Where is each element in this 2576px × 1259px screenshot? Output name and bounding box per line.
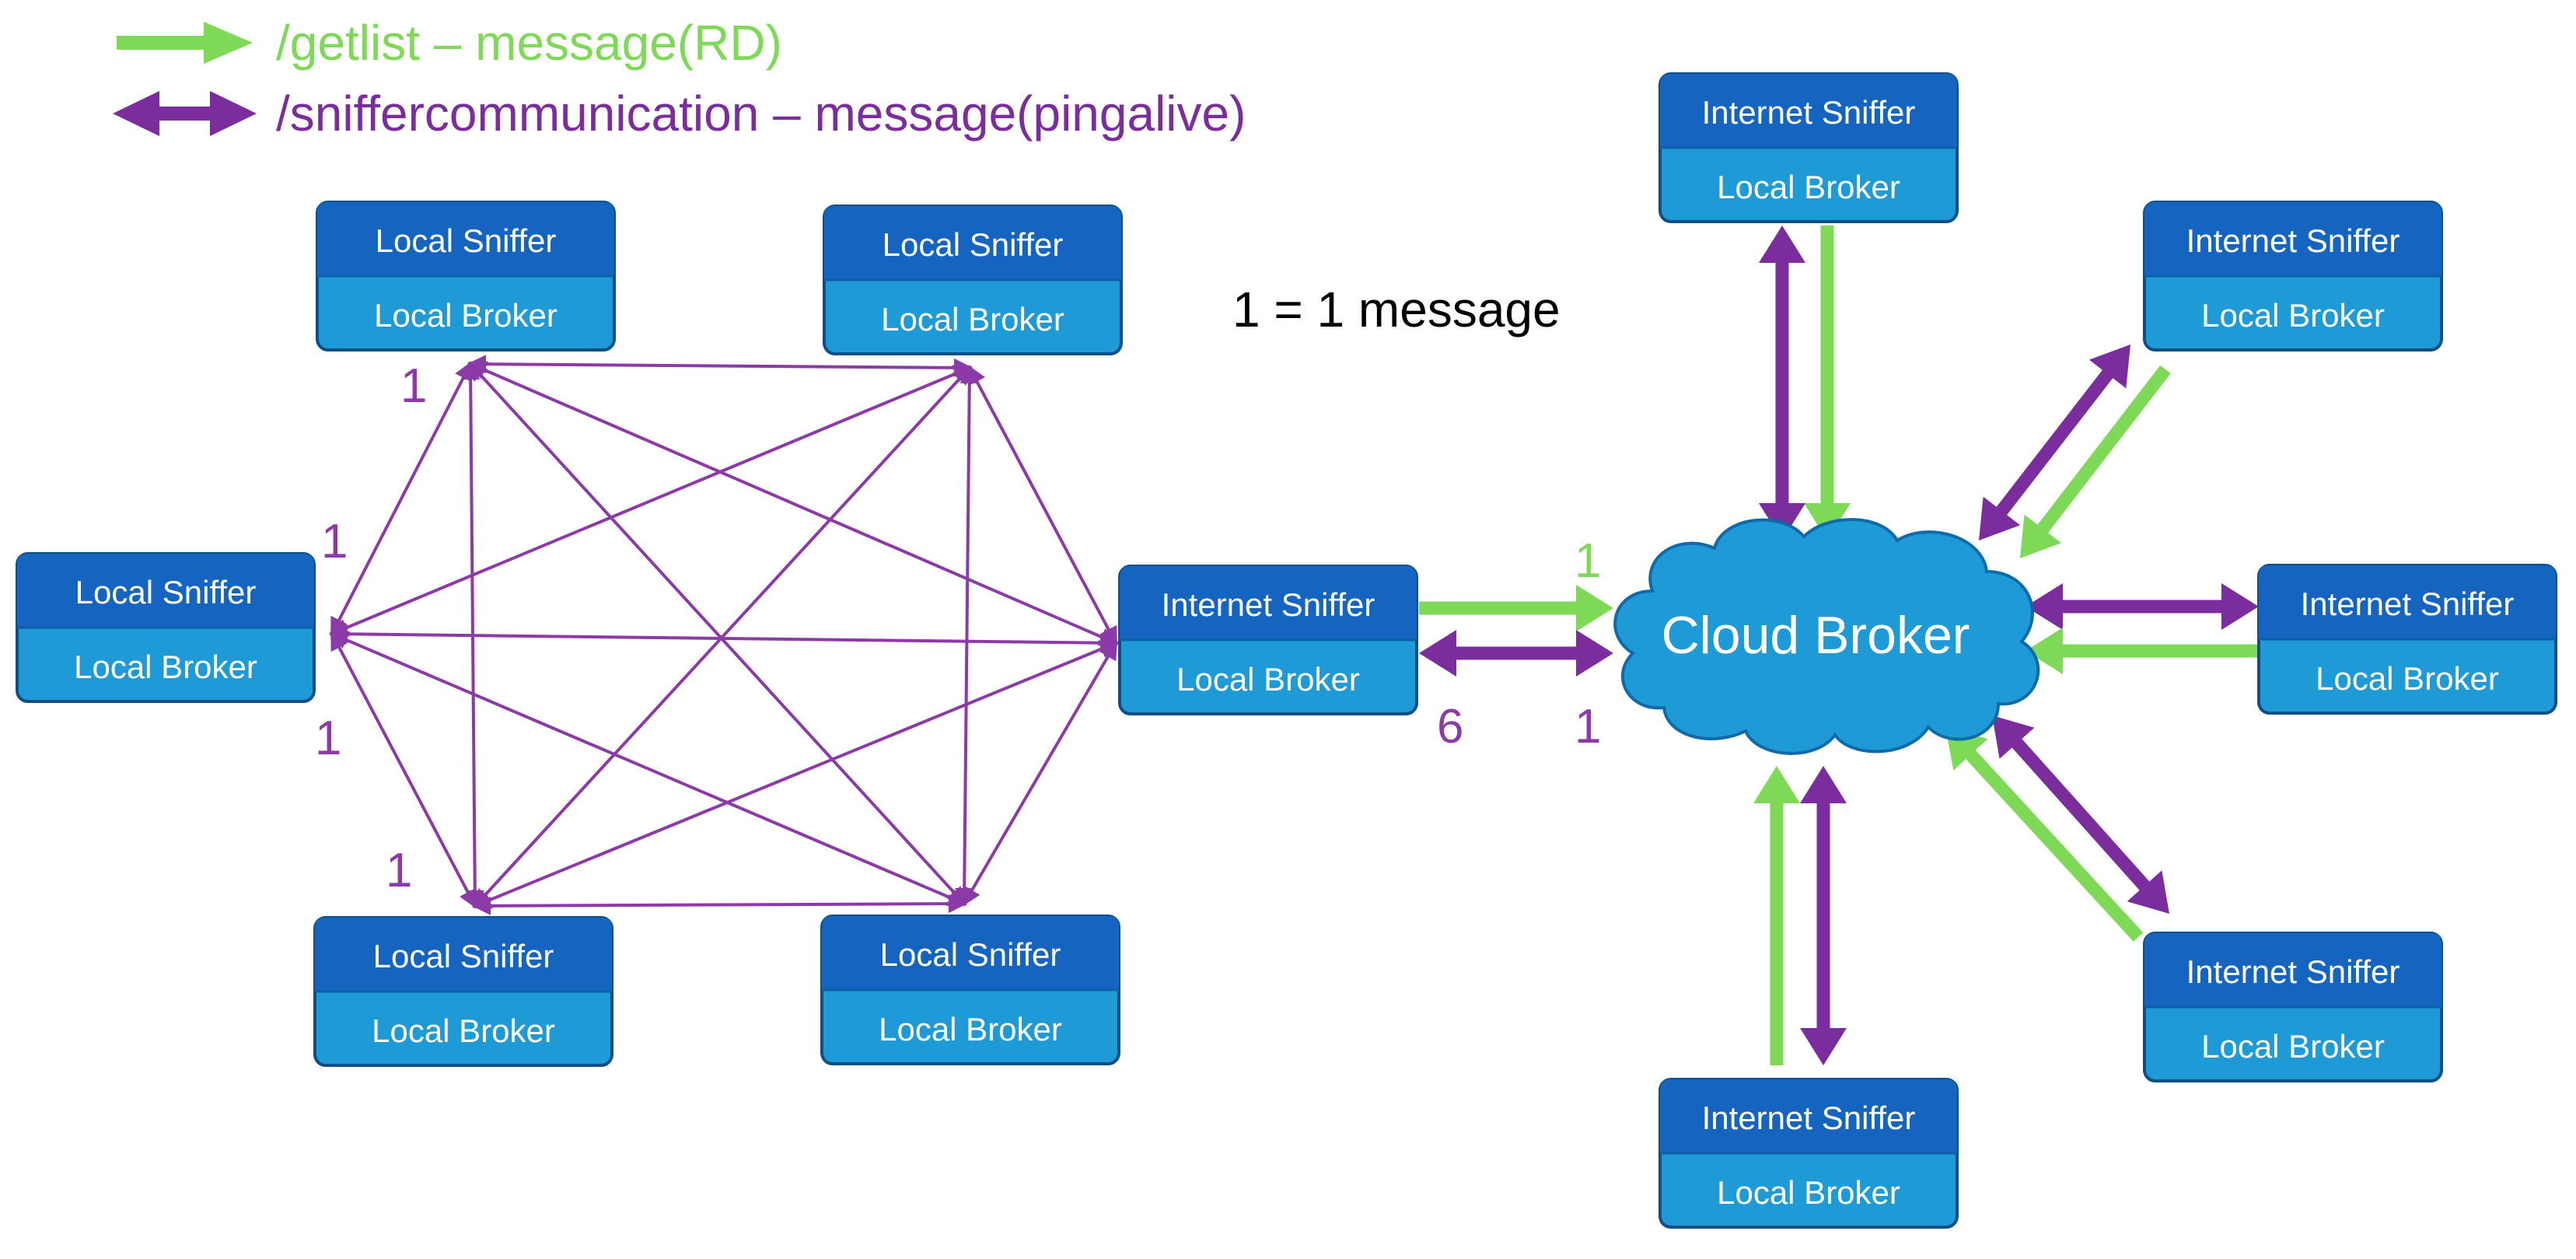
count-purple-center: 6	[1437, 700, 1463, 754]
message-note: 1 = 1 message	[1232, 282, 1561, 337]
node-subtitle: Local Broker	[2316, 660, 2499, 697]
cloud-broker: Cloud Broker	[1613, 518, 2040, 755]
node-subtitle: Local Broker	[879, 1011, 1062, 1047]
purple-arrow-lower-right-cloud	[1992, 715, 2169, 914]
mesh-link-1	[467, 355, 973, 377]
green-arrow-center-to-cloud	[1419, 585, 1613, 631]
purple-arrow-right-cloud	[2025, 583, 2259, 630]
legend-sniffercommunication-label: /sniffercommunication – message(pingaliv…	[276, 86, 1246, 142]
cloud-arrows	[1419, 226, 2259, 1065]
node-subtitle: Local Broker	[374, 297, 557, 334]
mesh-link-7	[968, 365, 1117, 646]
legend-getlist-label: /getlist – message(RD)	[276, 15, 782, 71]
purple-arrow-center-cloud	[1419, 630, 1613, 677]
mesh-link-15	[472, 894, 967, 915]
legend: /getlist – message(RD) /sniffercommunica…	[113, 15, 1246, 142]
node-title: Local Sniffer	[75, 574, 257, 610]
green-arrow-bottom-to-cloud	[1753, 766, 1800, 1065]
count-green-to-cloud: 1	[1575, 534, 1601, 588]
mesh-link-6	[329, 365, 973, 637]
node-subtitle: Local Broker	[372, 1012, 555, 1049]
count-purple-cloud: 1	[1575, 700, 1601, 754]
node-title: Internet Sniffer	[1702, 1100, 1916, 1136]
count-mesh-top-left: 1	[400, 359, 427, 413]
mesh-link-14	[962, 640, 1118, 907]
purple-arrow-bottom-cloud	[1800, 766, 1847, 1065]
node-title: Local Sniffer	[373, 938, 554, 974]
green-arrow-lower-right-to-cloud	[1945, 727, 2144, 942]
cloud-broker-label: Cloud Broker	[1662, 606, 1970, 665]
count-mesh-left-upper: 1	[321, 515, 348, 568]
mesh-link-13	[472, 640, 1119, 909]
local-mesh-connections	[329, 355, 1119, 915]
green-arrow-right-to-cloud	[2025, 628, 2259, 674]
count-mesh-left-lower: 1	[315, 712, 341, 765]
node-subtitle: Local Broker	[2201, 1028, 2385, 1065]
count-mesh-bottom-left: 1	[386, 844, 412, 897]
mesh-link-5	[468, 362, 966, 906]
node-title: Internet Sniffer	[2186, 953, 2400, 990]
mesh-link-12	[329, 631, 967, 907]
legend-purple-arrow	[113, 91, 257, 136]
mesh-link-3	[467, 361, 1119, 646]
green-arrow-upper-right-to-cloud	[2020, 365, 2171, 558]
node-title: Internet Sniffer	[1162, 586, 1375, 623]
node-title: Internet Sniffer	[1702, 94, 1916, 131]
node-title: Internet Sniffer	[2186, 222, 2400, 259]
node-title: Local Sniffer	[880, 936, 1061, 973]
node-subtitle: Local Broker	[1717, 1174, 1900, 1211]
green-arrow-top-to-cloud	[1804, 226, 1851, 540]
node-subtitle: Local Broker	[74, 649, 257, 685]
node-subtitle: Local Broker	[881, 301, 1064, 337]
count-labels: 1 1 1 1 1 6 1	[315, 359, 1601, 897]
purple-arrow-top-cloud	[1759, 226, 1805, 540]
node-subtitle: Local Broker	[1176, 661, 1360, 698]
node-subtitle: Local Broker	[2201, 297, 2385, 334]
purple-arrow-upper-right-cloud	[1979, 344, 2130, 540]
node-title: Local Sniffer	[883, 226, 1064, 263]
node-title: Local Sniffer	[376, 222, 557, 259]
mesh-link-9	[955, 365, 979, 907]
legend-green-arrow	[117, 22, 253, 64]
node-title: Internet Sniffer	[2301, 586, 2515, 622]
node-subtitle: Local Broker	[1717, 169, 1900, 205]
